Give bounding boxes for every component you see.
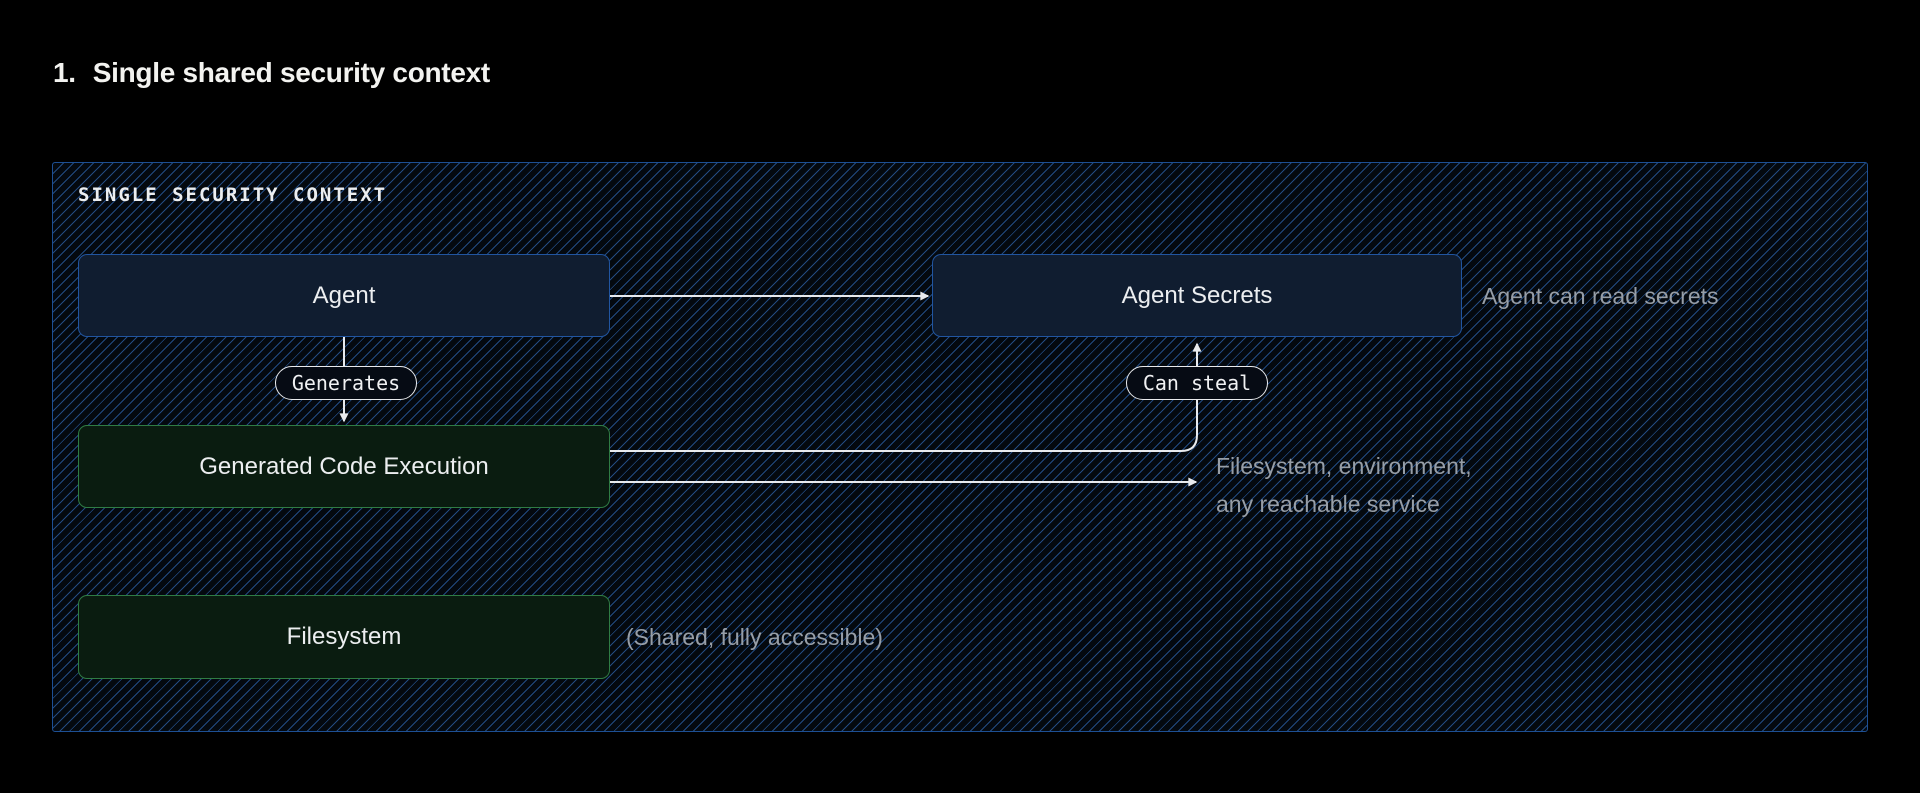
node-agent-secrets-label: Agent Secrets <box>1121 281 1273 309</box>
node-agent-label: Agent <box>312 281 376 309</box>
title-number: 1. <box>53 57 76 88</box>
edge-label-generates: Generates <box>291 371 401 395</box>
title-text: Single shared security context <box>92 57 490 88</box>
edge-label-can-steal-pill: Can steal <box>1126 366 1268 400</box>
annotation-reachable-services-line2: any reachable service <box>1216 491 1440 517</box>
node-filesystem: Filesystem <box>78 595 610 679</box>
annotation-reachable-services: Filesystem, environment, any reachable s… <box>1216 447 1472 523</box>
node-filesystem-label: Filesystem <box>286 623 402 650</box>
annotation-shared-fully-accessible: (Shared, fully accessible) <box>626 624 883 650</box>
node-generated-code-execution: Generated Code Execution <box>78 425 610 508</box>
annotation-agent-can-read-secrets: Agent can read secrets <box>1482 283 1719 309</box>
node-generated-code-execution-label: Generated Code Execution <box>199 452 489 480</box>
edge-label-can-steal: Can steal <box>1142 371 1252 395</box>
page-title: 1. Single shared security context <box>53 58 490 88</box>
node-agent-secrets: Agent Secrets <box>932 254 1462 337</box>
frame-label: SINGLE SECURITY CONTEXT <box>78 184 388 206</box>
edge-label-generates-pill: Generates <box>275 366 417 400</box>
edge-code-to-secrets-steal-arrow <box>610 342 1202 452</box>
annotation-reachable-services-line1: Filesystem, environment, <box>1216 453 1472 479</box>
node-agent: Agent <box>78 254 610 337</box>
